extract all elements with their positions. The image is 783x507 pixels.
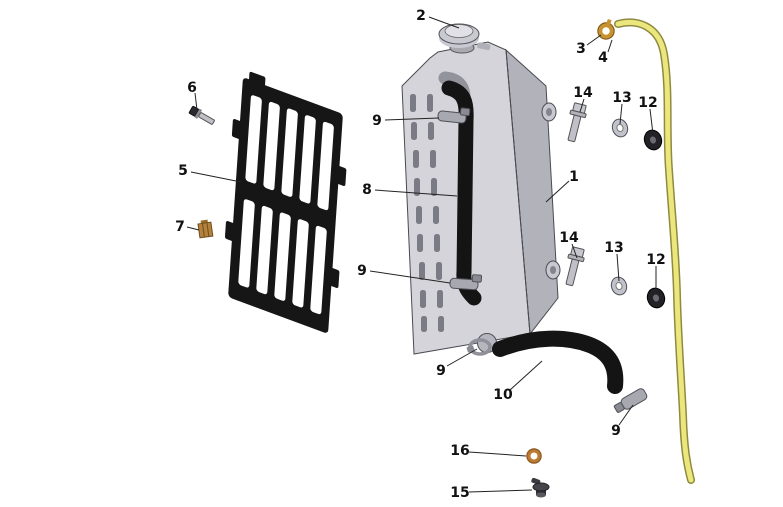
part-label-7: 7 [175, 219, 185, 235]
radiator-mount-boss-lower [545, 260, 561, 280]
part-label-9-lower: 9 [357, 263, 367, 279]
leader-line-6 [194, 92, 198, 111]
leader-line-4 [607, 39, 613, 53]
leader-line-8 [374, 189, 458, 197]
radiator-guard [224, 71, 347, 333]
guard-bolt [188, 105, 215, 125]
leader-line-13-lower [616, 253, 620, 282]
radiator [401, 41, 561, 355]
radiator-hose [441, 80, 482, 306]
part-label-13-upper: 13 [612, 90, 631, 106]
part-label-3: 3 [576, 41, 586, 57]
overflow-tube-clamp [613, 388, 648, 413]
part-label-15: 15 [450, 485, 469, 501]
washer-upper [611, 118, 629, 138]
part-label-9-upper: 9 [372, 113, 382, 129]
leader-line-10 [509, 360, 543, 391]
leader-line-14-upper [579, 98, 585, 113]
leader-line-9-outlet [446, 348, 478, 367]
drain-fitting [531, 477, 550, 498]
part-label-6: 6 [187, 80, 197, 96]
part-label-8: 8 [362, 182, 372, 198]
outlet-hose [492, 330, 624, 394]
guard-bracket [197, 219, 214, 239]
radiator-vents [410, 94, 444, 332]
leader-line-2 [428, 16, 460, 29]
leader-line-16 [468, 451, 527, 457]
hose-clamp-lower [449, 274, 483, 291]
grommet-lower [646, 287, 666, 309]
part-label-2: 2 [416, 8, 426, 24]
part-label-5: 5 [178, 163, 188, 179]
part-label-14-upper: 14 [573, 85, 593, 101]
part-label-4: 4 [598, 50, 608, 66]
leader-line-3 [586, 34, 602, 46]
leader-line-13-upper [619, 103, 623, 125]
part-label-9-tube: 9 [611, 423, 621, 439]
part-label-10: 10 [493, 387, 513, 403]
leader-line-7 [186, 226, 200, 231]
leader-line-5 [190, 171, 242, 183]
leader-line-9-tube [618, 404, 634, 426]
sealing-washer [526, 448, 542, 464]
part-label-13-lower: 13 [604, 240, 623, 256]
part-label-12-upper: 12 [638, 95, 657, 111]
part-label-14-lower: 14 [559, 230, 579, 246]
leader-line-1 [545, 180, 570, 203]
leader-line-9-lower [369, 270, 451, 284]
mount-bolt-upper [567, 102, 587, 143]
mount-bolt-lower [565, 246, 585, 287]
radiator-mount-boss-upper [541, 102, 557, 122]
leader-line-12-upper [649, 108, 654, 135]
leader-lines [186, 16, 657, 493]
leader-line-15 [468, 489, 533, 493]
overflow-tube-ring [597, 18, 615, 40]
washer-lower [610, 276, 628, 296]
grommet-upper [643, 129, 663, 151]
part-label-12-lower: 12 [646, 252, 665, 268]
part-label-1: 1 [569, 169, 579, 185]
part-label-9-outlet: 9 [436, 363, 446, 379]
hose-clamp-upper [437, 107, 471, 124]
overflow-tube [614, 18, 695, 484]
leader-line-9-upper [384, 117, 440, 121]
radiator-cap [438, 23, 491, 54]
leader-line-14-lower [571, 243, 578, 259]
part-label-16: 16 [450, 443, 469, 459]
